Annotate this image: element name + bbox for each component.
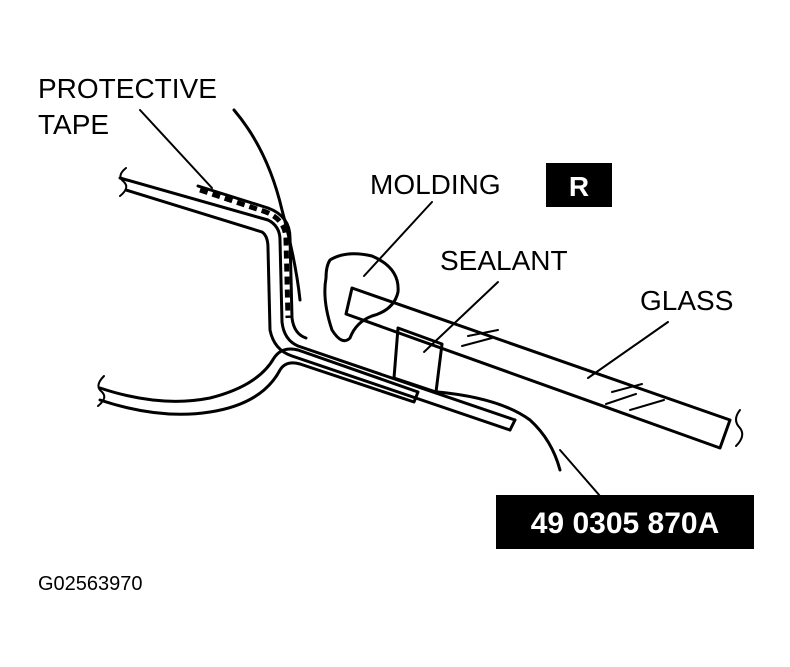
glass-pane <box>344 286 744 450</box>
trim-edge-line <box>436 390 562 472</box>
glass-label: GLASS <box>640 285 733 316</box>
protective-tape <box>196 184 308 340</box>
pillar-outer-line <box>232 108 302 302</box>
part-number-text: 49 0305 870A <box>531 507 720 540</box>
leader-protective-tape <box>139 109 213 189</box>
molding <box>323 252 400 343</box>
leader-glass <box>587 321 669 379</box>
outer-body-panel <box>118 167 517 432</box>
leader-part-number <box>559 449 601 497</box>
leader-sealant <box>423 281 499 353</box>
view-badge: R <box>546 163 612 207</box>
protective-tape-label-line1: PROTECTIVE <box>38 73 217 104</box>
sealant <box>392 326 444 394</box>
leader-molding <box>363 201 433 277</box>
molding-label: MOLDING <box>370 169 501 200</box>
inner-body-panel <box>97 347 420 416</box>
leader-lines <box>139 109 669 497</box>
view-badge-text: R <box>569 171 589 202</box>
part-number-box: 49 0305 870A <box>496 495 754 549</box>
protective-tape-label-line2: TAPE <box>38 109 109 140</box>
figure-code: G02563970 <box>38 573 143 595</box>
sealant-label: SEALANT <box>440 245 568 276</box>
